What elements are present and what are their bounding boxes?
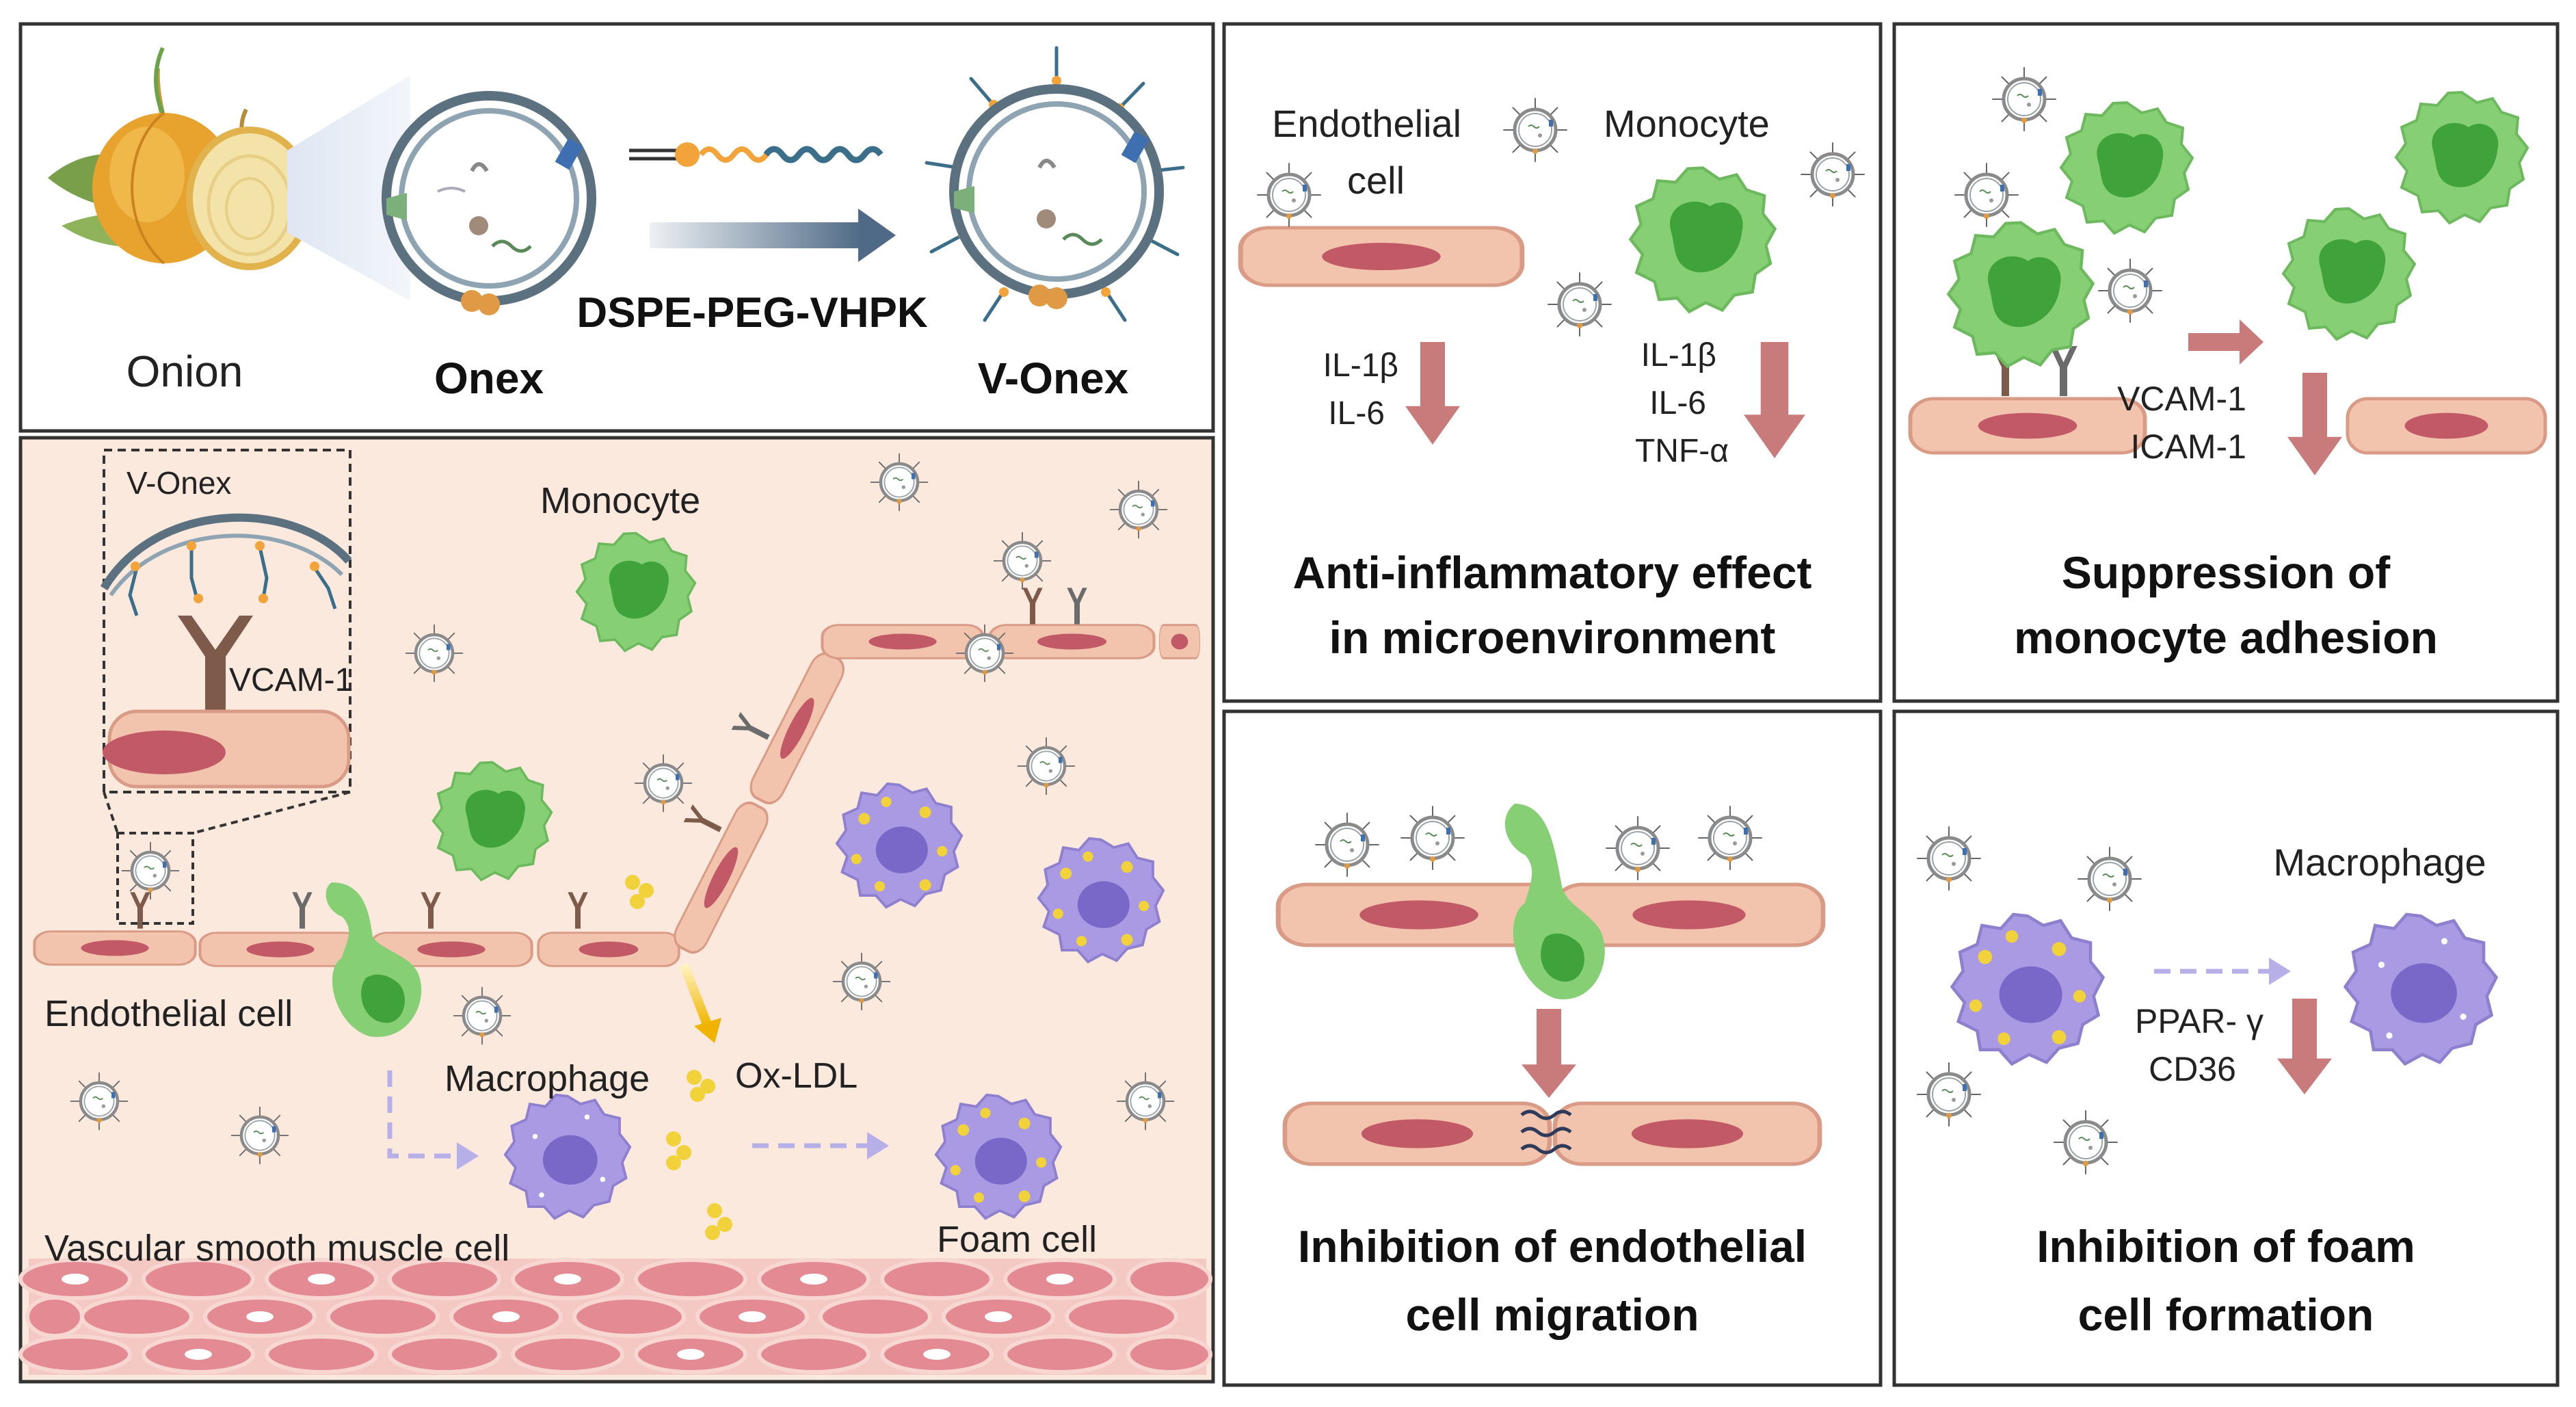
v-onex-vesicle-icon — [71, 1073, 128, 1130]
v-onex-vesicle-icon — [871, 454, 928, 511]
vsmc-layer — [18, 1258, 1212, 1375]
v-onex-vesicle-icon — [834, 954, 890, 1010]
v-onex-vesicle-icon — [1316, 813, 1379, 876]
marker-vcam1: VCAM-1 — [2117, 380, 2246, 418]
endothelial-cell — [1555, 1103, 1820, 1164]
transmigrating-monocyte-icon — [326, 882, 422, 1038]
v-onex-vesicle-icon — [1917, 827, 1980, 890]
monocyte-label: Monocyte — [540, 480, 700, 521]
transform-arrow — [650, 209, 896, 262]
v-onex-vesicle-icon — [1606, 817, 1669, 880]
panel-preparation: Onion Onex DSPE-PEG-VHPK V-Onex — [18, 22, 1215, 433]
marker-cd36: CD36 — [2149, 1050, 2236, 1088]
marker-il6: IL-6 — [1649, 385, 1706, 421]
endothelial-cell — [1285, 1103, 1550, 1164]
linker-label: DSPE-PEG-VHPK — [576, 289, 928, 337]
v-onex-vesicle-icon — [1955, 163, 2018, 226]
inset-vcam1-label: VCAM-1 — [229, 662, 353, 698]
marker-icam1: ICAM-1 — [2131, 428, 2246, 466]
panel-mechanism: V-Onex VCAM-1 — [18, 436, 1215, 1384]
endothelial-label: Endothelial — [1272, 102, 1461, 145]
panel-title-line1: Inhibition of endothelial — [1298, 1221, 1807, 1272]
transmigrating-monocyte-icon — [1504, 804, 1605, 999]
v-onex-vesicle-icon — [1917, 1063, 1980, 1126]
v-onex-vesicle-icon — [635, 755, 692, 812]
endothelial-cell-label: Endothelial cell — [44, 993, 293, 1034]
panel-title-line2: cell migration — [1405, 1289, 1699, 1340]
v-onex-vesicle-icon — [1699, 806, 1762, 869]
marker-il6: IL-6 — [1328, 395, 1385, 432]
v-onex-vesicle-icon — [1801, 143, 1864, 206]
differentiation-arrows — [387, 1070, 868, 1159]
endothelial-cell — [33, 930, 197, 966]
onex-label: Onex — [434, 354, 544, 403]
panel-title-line2: in microenvironment — [1329, 612, 1776, 663]
v-onex-vesicle-icon — [1401, 806, 1464, 869]
onex-vesicle-icon — [382, 91, 596, 315]
v-onex-label: V-Onex — [978, 354, 1129, 403]
vsmc-label: Vascular smooth muscle cell — [44, 1228, 509, 1269]
panel-foam: Macrophage PPAR- γ CD36 Inhibition of fo… — [1892, 709, 2560, 1387]
v-onex-vesicle-icon — [406, 625, 463, 682]
marker-ppar-gamma: PPAR- γ — [2135, 1002, 2263, 1040]
foam-cell-label: Foam cell — [937, 1219, 1097, 1260]
v-onex-vesicle-icon — [1993, 68, 2056, 131]
marker-il1b: IL-1β — [1323, 347, 1398, 384]
endothelial-cell — [1240, 228, 1522, 285]
v-onex-vesicle-icon — [122, 843, 179, 899]
panel-title-line1: Suppression of — [2062, 547, 2391, 598]
v-onex-vesicle-icon — [2099, 259, 2162, 322]
monocyte-label: Monocyte — [1604, 102, 1770, 145]
v-onex-vesicle-icon — [1504, 98, 1567, 161]
panel-anti-inflammatory: Endothelial cell Monocyte IL-1β IL-6 IL-… — [1222, 22, 1883, 703]
ox-ldl-label: Ox-LDL — [735, 1056, 858, 1096]
onion-icon — [92, 47, 313, 270]
panel-title-line1: Inhibition of foam — [2036, 1221, 2415, 1272]
v-onex-vesicle-icon — [1111, 482, 1167, 538]
panel-title-line2: cell formation — [2078, 1289, 2374, 1340]
marker-il1b: IL-1β — [1641, 337, 1716, 373]
v-onex-vesicle-icon — [2078, 847, 2141, 910]
v-onex-vesicle-icon — [957, 625, 1013, 682]
endothelial-cell — [990, 625, 1154, 659]
v-onex-vesicle-icon — [1117, 1073, 1174, 1130]
vcam1-icon — [178, 616, 253, 711]
v-onex-vesicle-icon — [1018, 738, 1075, 795]
panel-title-line1: Anti-inflammatory effect — [1292, 547, 1811, 598]
v-onex-vesicle-icon — [1258, 163, 1320, 226]
v-onex-vesicle-icon — [925, 46, 1185, 322]
endothelial-cell — [2348, 399, 2545, 453]
v-onex-vesicle-icon — [1548, 273, 1611, 336]
ox-ldl-particles — [625, 875, 732, 1240]
cell-label: cell — [1347, 159, 1405, 202]
macrophage-label: Macrophage — [444, 1058, 650, 1099]
tight-junction-icon — [1520, 1109, 1572, 1155]
panel-migration: Inhibition of endothelial cell migration — [1222, 709, 1883, 1387]
v-onex-vesicle-icon — [232, 1107, 289, 1164]
inset-v-onex-label: V-Onex — [127, 465, 231, 501]
marker-tnfa: TNF-α — [1635, 433, 1729, 469]
endothelial-cell — [1159, 624, 1200, 659]
macrophage-label: Macrophage — [2273, 841, 2486, 884]
v-onex-vesicle-icon — [2054, 1111, 2117, 1174]
endothelial-cell — [537, 932, 680, 967]
v-onex-vesicle-icon — [454, 988, 511, 1044]
linker-icon — [629, 142, 884, 167]
panel-title-line2: monocyte adhesion — [2014, 612, 2438, 663]
onion-label: Onion — [127, 347, 243, 396]
v-onex-vesicle-icon — [994, 533, 1051, 590]
ox-ldl-arrow — [679, 962, 713, 1028]
endothelial-cell — [198, 932, 362, 967]
transition-arrow-icon — [2188, 319, 2263, 365]
inset-zoom: V-Onex VCAM-1 — [100, 449, 353, 925]
endothelial-cell — [1911, 399, 2145, 453]
panel-adhesion: VCAM-1 ICAM-1 Suppression of monocyte ad… — [1892, 22, 2560, 703]
